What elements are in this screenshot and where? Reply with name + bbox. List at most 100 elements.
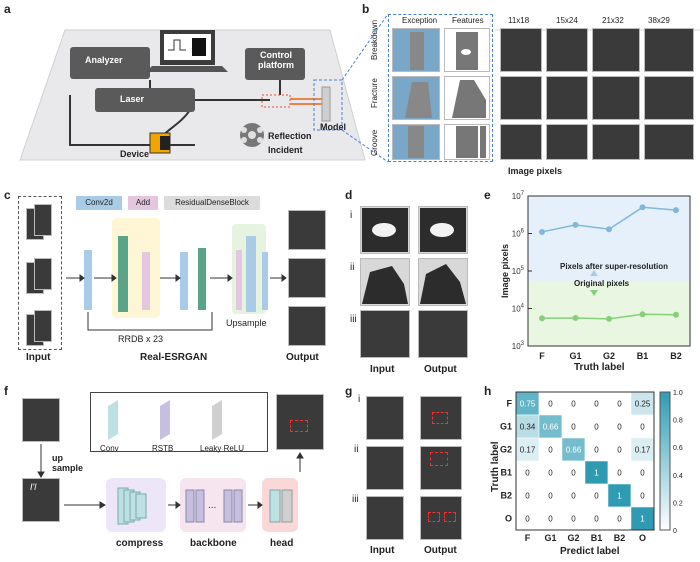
chart-e-arrow-down [590, 290, 598, 296]
chart-e-xtick-label: G1 [569, 351, 581, 361]
c-input-img-1b [34, 204, 52, 236]
c-input-img-2b [34, 258, 52, 290]
chart-h-cell-label: 0 [594, 492, 599, 501]
chart-h-cell-label: 0.25 [635, 400, 651, 409]
f-output-img [276, 394, 324, 450]
c-output-img-2 [288, 258, 326, 298]
panel-label-d: d [345, 188, 353, 202]
panel-label-e: e [484, 188, 491, 202]
chart-h-cell-label: 0 [640, 492, 645, 501]
c-output-label: Output [286, 352, 319, 363]
reflection-label: Reflection [268, 131, 312, 141]
chart-e-point [673, 311, 679, 318]
d-row-i: i [350, 210, 353, 221]
chart-h-cell-label: 1 [617, 492, 622, 501]
panel-label-f: f [4, 384, 8, 398]
b-fracture-21x32 [592, 76, 640, 120]
chart-h-cell-label: 0.66 [543, 423, 559, 432]
chart-h-cell-label: 0 [571, 492, 576, 501]
b-groove-15x24 [546, 124, 588, 160]
g-highlight-iii-b [444, 512, 456, 522]
b-fracture-11x18 [500, 76, 542, 120]
b-col-exception: Exception [402, 16, 438, 25]
chart-h-cell-label: 0 [640, 469, 645, 478]
d-row-iii: iii [350, 314, 357, 325]
chart-e-point [572, 221, 579, 228]
legend-residual-dense-block: ResidualDenseBlock [164, 196, 260, 210]
chart-h-xtick-label: B2 [614, 533, 626, 543]
chart-e-ytick-label: 106 [512, 229, 525, 239]
chart-e-point [606, 315, 612, 322]
f-compress-label: compress [116, 538, 164, 549]
d-output-iii [418, 310, 468, 358]
chart-e-annotation-top: Pixels after super-resolution [560, 262, 669, 271]
panel-label-c: c [4, 188, 11, 202]
g-highlight-ii [430, 452, 448, 466]
b-fracture-38x29 [644, 76, 694, 120]
chart-h-cell-label: 0 [617, 469, 622, 478]
g-row-ii: ii [354, 444, 359, 455]
f-up-img-label: I'l [30, 482, 37, 492]
chart-e-ytick-label: 103 [512, 341, 525, 351]
chart-h-cell-label: 0 [617, 446, 622, 455]
b-size-2: 21x32 [602, 16, 624, 25]
b-col-features: Features [452, 16, 484, 25]
chart-e-xtick-label: G2 [603, 351, 615, 361]
chart-h-cell-label: 0 [548, 446, 553, 455]
g-output-i [420, 396, 462, 440]
chart-e-xlabel: Truth label [574, 362, 625, 373]
legend-conv2d: Conv2d [76, 196, 122, 210]
chart-h-cell-label: 0.17 [520, 446, 536, 455]
c-input-box [18, 196, 62, 350]
laser-label: Laser [120, 94, 145, 104]
chart-h-ytick-label: B2 [500, 491, 512, 501]
model-label: Model [320, 122, 346, 132]
chart-h-xtick-label: F [525, 533, 531, 543]
c-output-img-1 [288, 210, 326, 250]
chart-h-cell-label: 1 [640, 515, 645, 524]
b-size-3: 38x29 [648, 16, 670, 25]
chart-h-cell-label: 0 [525, 469, 530, 478]
chart-h-cell-label: 0 [548, 492, 553, 501]
legend-add: Add [128, 196, 158, 210]
device-label: Device [120, 149, 150, 159]
f-output-highlight [290, 420, 308, 432]
g-input-label: Input [370, 545, 395, 556]
c-rrdb-label: RRDB x 23 [118, 334, 164, 344]
c-input-label: Input [26, 352, 51, 363]
chart-e-bg-original [528, 281, 690, 346]
chart-e-xtick-label: F [539, 351, 545, 361]
b-fracture-15x24 [546, 76, 588, 120]
chart-h-xtick-label: G2 [567, 533, 579, 543]
b-breakdown-15x24 [546, 28, 588, 72]
chart-e-ytick-label: 105 [512, 266, 525, 276]
chart-h-ylabel: Truth label [490, 441, 501, 492]
chart-h-cell-label: 0.34 [520, 423, 536, 432]
chart-h-cell-label: 0.75 [520, 400, 536, 409]
chart-h-cell-label: 0 [548, 400, 553, 409]
f-head-label: head [270, 538, 294, 549]
f-backbone-label: backbone [190, 538, 237, 549]
d-input-iii [360, 310, 410, 358]
svg-text:...: ... [208, 500, 216, 511]
f-upsample-label: up sample [52, 453, 84, 473]
c-upsample-label: Upsample [226, 318, 267, 328]
b-size-1: 15x24 [556, 16, 578, 25]
chart-h-xtick-label: O [639, 533, 646, 543]
chart-h-cell-label: 0 [525, 515, 530, 524]
c-model-label: Real-ESRGAN [140, 352, 208, 363]
chart-h-ytick-label: G1 [500, 422, 512, 432]
d-input-label: Input [370, 364, 395, 375]
panel-label-a: a [4, 2, 11, 16]
chart-e-arrow-up [590, 270, 598, 276]
chart-h-cell-label: 0 [594, 446, 599, 455]
c-output-img-3 [288, 306, 326, 346]
c-network-diagram [66, 218, 287, 331]
f-legend-leaky-relu: Leaky ReLU [200, 444, 245, 453]
chart-e-point [673, 207, 679, 214]
chart-e-point [539, 228, 545, 235]
chart-h-cell-label: 0 [548, 469, 553, 478]
chart-h-cell-label: 0.17 [635, 446, 651, 455]
chart-h-cell-label: 0 [525, 492, 530, 501]
b-breakdown-21x32 [592, 28, 640, 72]
